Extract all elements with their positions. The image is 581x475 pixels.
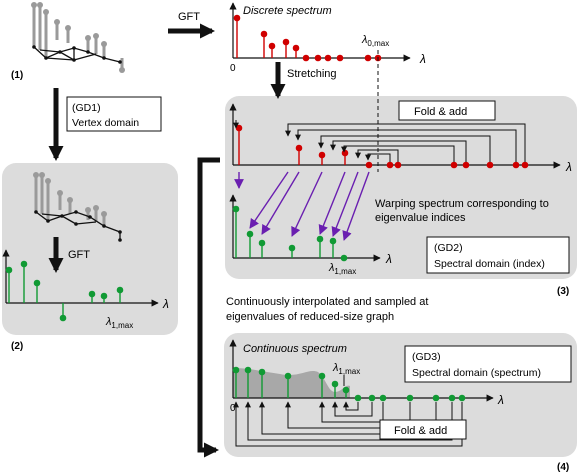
panel-2-background <box>2 163 178 335</box>
warping-arrows <box>234 171 370 241</box>
panel2-spectrum-plot <box>2 249 159 322</box>
gft-top-label: GFT <box>178 11 200 23</box>
lambda0-subscript: 0,max <box>367 39 389 48</box>
stretching-label: Stretching <box>287 68 337 80</box>
stretched-lambda: λ <box>565 160 572 174</box>
lambda1-symbol-p2: λ <box>105 316 111 328</box>
gft-left-label: GFT <box>68 249 90 261</box>
panel-number-2: (2) <box>11 341 23 352</box>
fold-add-bottom-box <box>379 419 467 440</box>
discrete-spectrum-plot <box>229 2 411 62</box>
panel4-lambda: λ <box>497 393 504 407</box>
continuous-spectrum-title: Continuous spectrum <box>243 343 347 355</box>
lambda1-symbol-p3: λ <box>328 262 334 274</box>
panel2-lambda: λ <box>162 297 169 311</box>
stretched-spectrum-plot <box>229 103 561 169</box>
lambda1-max-label-p4: λ1,max <box>332 362 360 376</box>
panel-number-1: (1) <box>11 70 23 81</box>
discrete-zero: 0 <box>230 63 236 74</box>
bracket-arrow-to-panel4 <box>197 157 220 458</box>
panel-number-4: (4) <box>557 462 569 473</box>
warping-text-line1: Warping spectrum corresponding to <box>375 198 549 210</box>
gd1-label: (GD1) <box>72 102 101 114</box>
lambda1-symbol-p4: λ <box>332 362 338 374</box>
lambda1-subscript-p4: 1,max <box>338 367 360 376</box>
fold-add-top-arrows <box>285 123 526 162</box>
interp-text-line1: Continuously interpolated and sampled at <box>226 296 428 308</box>
fold-add-top-label: Fold & add <box>414 106 467 118</box>
index-lambda: λ <box>385 252 392 266</box>
panel-number-3: (3) <box>557 286 569 297</box>
lambda0-symbol: λ <box>361 34 367 46</box>
gd1-box <box>66 96 162 132</box>
lambda1-max-label-p3: λ1,max <box>328 262 356 276</box>
lambda0-max-label: λ0,max <box>361 34 389 48</box>
fold-add-top-box <box>398 100 496 121</box>
gd2-label: (GD2) <box>434 242 463 254</box>
gd1-title: Vertex domain <box>72 117 139 129</box>
lambda1-subscript-p2: 1,max <box>111 321 133 330</box>
interp-text-line2: eigenvalues of reduced-size graph <box>226 311 394 323</box>
index-spectrum-plot <box>229 194 381 262</box>
gd3-box <box>404 345 572 383</box>
fold-add-bottom-label: Fold & add <box>394 425 447 437</box>
gd2-title: Spectral domain (index) <box>434 258 545 270</box>
discrete-spectrum-title: Discrete spectrum <box>243 5 332 17</box>
discrete-lambda: λ <box>419 52 426 66</box>
continuous-spectrum-plot <box>229 339 494 402</box>
vertex-graph-top <box>31 2 125 73</box>
gd3-label: (GD3) <box>412 351 441 363</box>
vertex-graph-panel2 <box>33 172 122 242</box>
lambda1-subscript-p3: 1,max <box>334 267 356 276</box>
warping-text-line2: eigenvalue indices <box>375 212 466 224</box>
panel4-zero: 0 <box>230 403 236 414</box>
gd3-title: Spectral domain (spectrum) <box>412 367 541 379</box>
gd2-box <box>426 236 570 274</box>
panel-3-background <box>225 96 577 279</box>
lambda1-max-label-p2: λ1,max <box>105 316 133 330</box>
